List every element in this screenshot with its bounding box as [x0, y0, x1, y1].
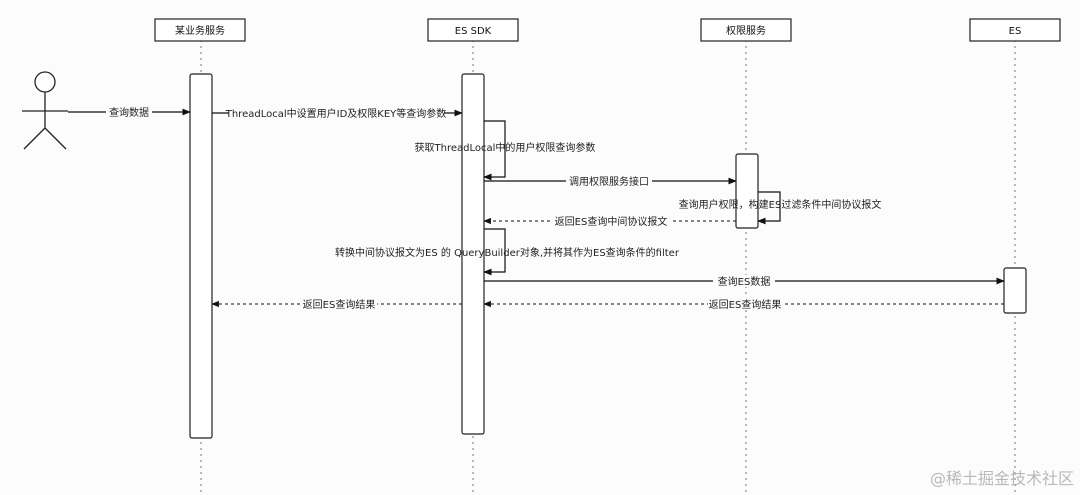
- activation-sdk: [461, 73, 485, 435]
- participant-es: ES: [969, 18, 1061, 42]
- message-convert-querybuilder: 转换中间协议报文为ES 的 QueryBuilder对象,并将其作为ES查询条件…: [335, 228, 680, 276]
- participant-sdk-label: ES SDK: [455, 26, 492, 37]
- message-label: 获取ThreadLocal中的用户权限查询参数: [415, 141, 596, 154]
- participant-es-label: ES: [1009, 26, 1022, 37]
- participant-sdk: ES SDK: [427, 18, 519, 42]
- activation-biz: [189, 73, 213, 439]
- message-label: ThreadLocal中设置用户ID及权限KEY等查询参数: [225, 107, 447, 120]
- message-return-result-to-biz: 返回ES查询结果: [211, 298, 462, 311]
- participant-auth: 权限服务: [700, 18, 792, 42]
- message-label: 转换中间协议报文为ES 的 QueryBuilder对象,并将其作为ES查询条件…: [335, 246, 680, 259]
- message-label: 返回ES查询结果: [709, 298, 782, 311]
- activation-auth: [735, 153, 759, 229]
- message-set-threadlocal: ThreadLocal中设置用户ID及权限KEY等查询参数: [212, 107, 463, 120]
- message-label: 查询用户权限，构建ES过滤条件中间协议报文: [679, 198, 882, 211]
- participant-auth-label: 权限服务: [726, 24, 766, 37]
- participant-biz: 某业务服务: [154, 18, 246, 42]
- message-label: 返回ES查询中间协议报文: [555, 215, 668, 228]
- activation-es: [1003, 267, 1027, 314]
- message-label: 查询ES数据: [718, 275, 771, 288]
- message-label: 调用权限服务接口: [569, 175, 649, 188]
- watermark: @稀土掘金技术社区: [929, 469, 1074, 488]
- message-label: 查询数据: [109, 106, 149, 119]
- message-query-data: 查询数据: [68, 106, 191, 119]
- message-call-auth: 调用权限服务接口: [484, 175, 737, 188]
- message-query-es: 查询ES数据: [484, 275, 1005, 288]
- message-label: 返回ES查询结果: [303, 298, 376, 311]
- actor-icon: [22, 71, 68, 150]
- participant-biz-label: 某业务服务: [175, 24, 225, 37]
- message-build-filter: 查询用户权限，构建ES过滤条件中间协议报文: [679, 191, 882, 225]
- message-return-es-result: 返回ES查询结果: [483, 298, 1004, 311]
- message-return-protocol: 返回ES查询中间协议报文: [483, 215, 736, 228]
- message-get-threadlocal: 获取ThreadLocal中的用户权限查询参数: [415, 120, 596, 181]
